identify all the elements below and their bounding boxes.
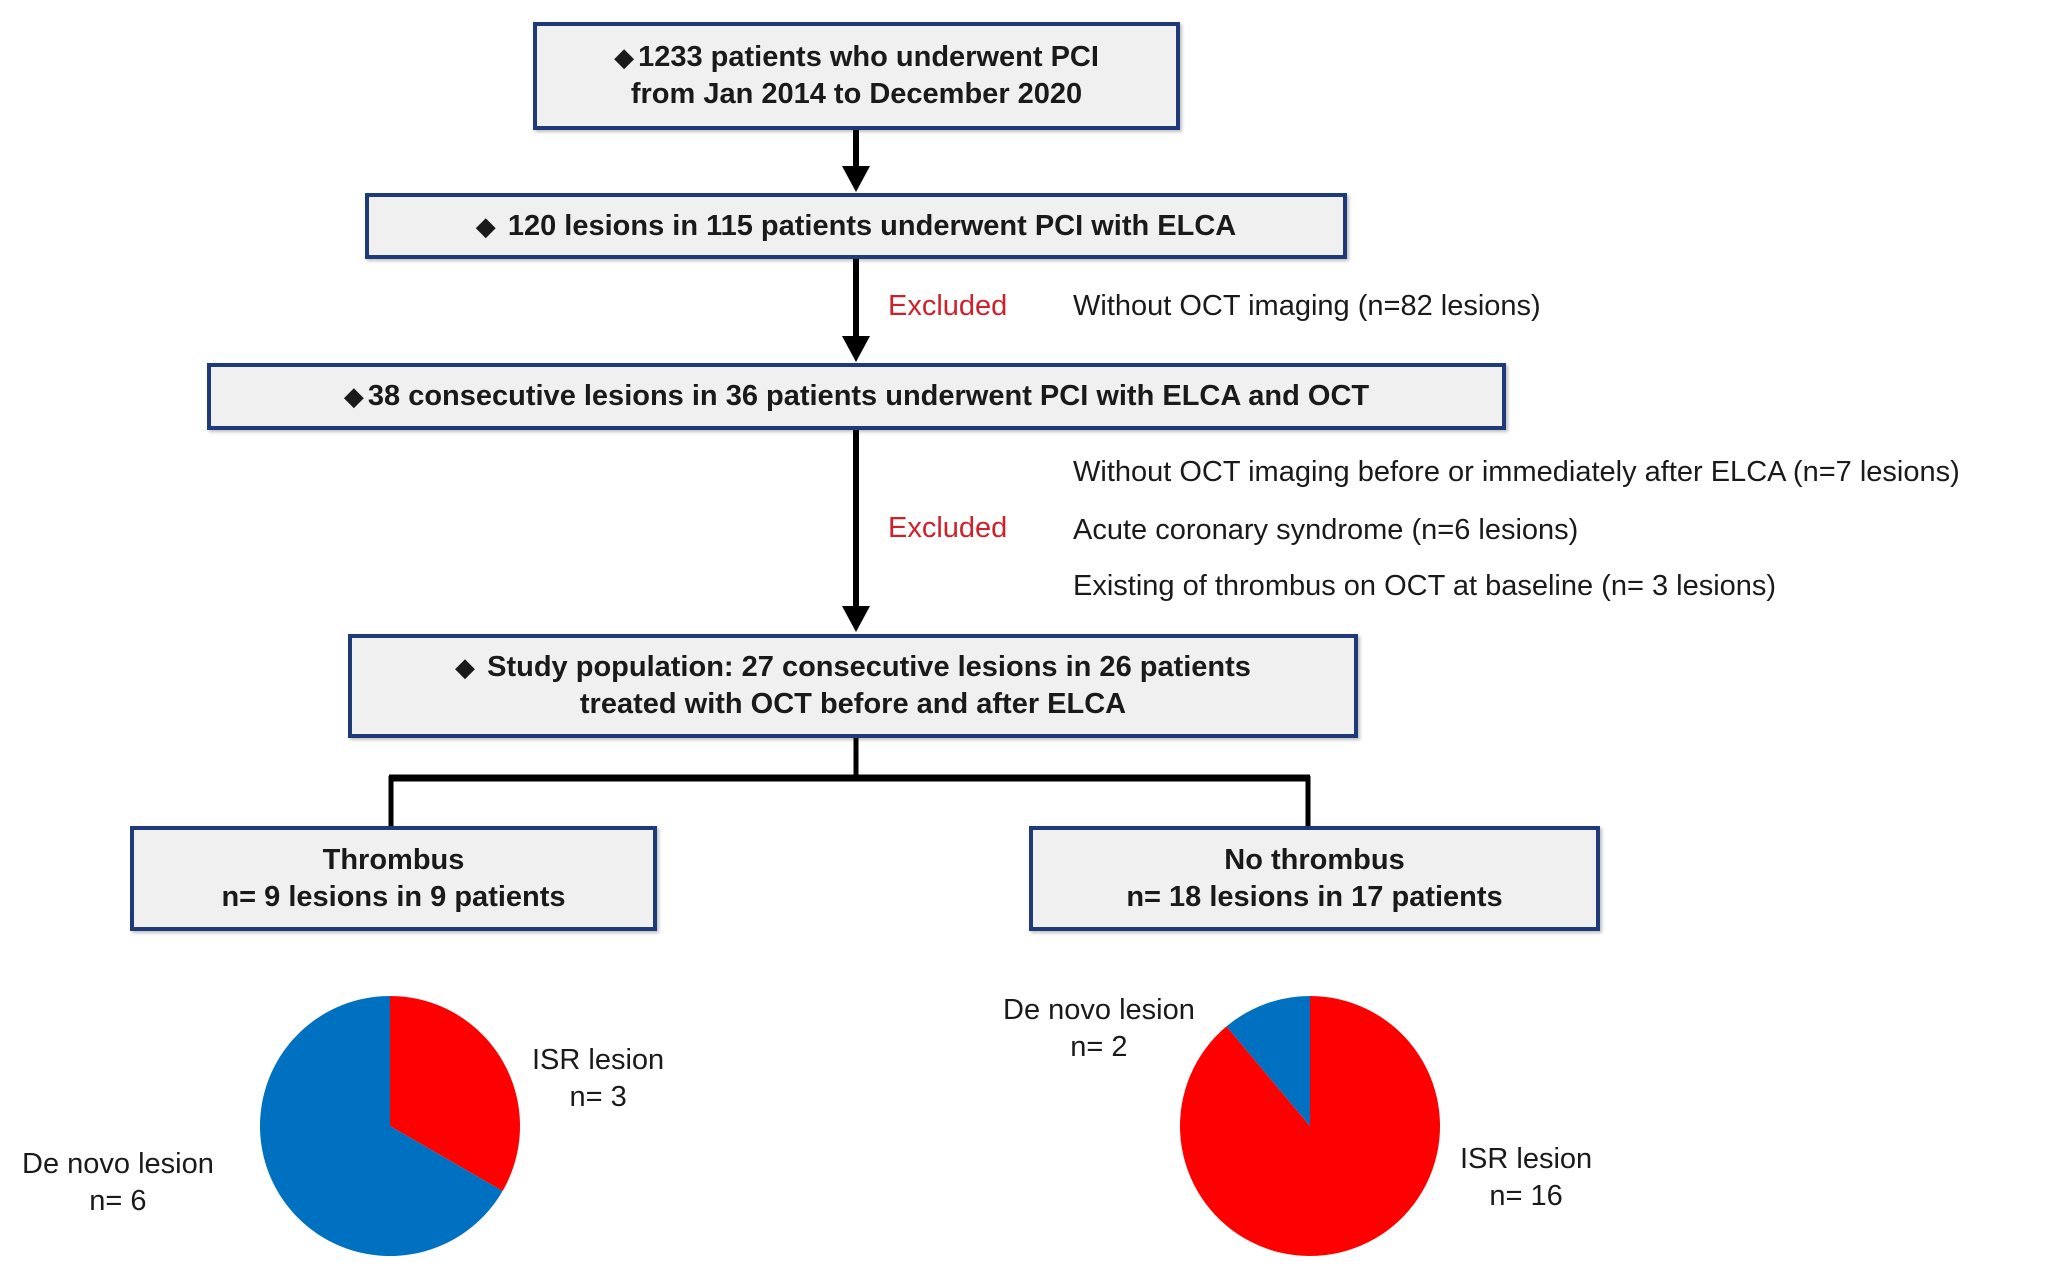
diamond-bullet-icon: ◆	[614, 42, 635, 72]
arrow-1	[842, 128, 870, 192]
diamond-bullet-icon: ◆	[475, 210, 496, 241]
pie-slice-de-novo-lesion	[260, 996, 503, 1256]
box-study-population: ◆ Study population: 27 consecutive lesio…	[348, 634, 1358, 738]
exclusion-reason: Without OCT imaging (n=82 lesions)	[1073, 290, 1541, 322]
box-thrombus: Thrombus n= 9 lesions in 9 patients	[130, 826, 657, 931]
exclusion-reason: Existing of thrombus on OCT at baseline …	[1073, 570, 1777, 602]
excluded-label-1: Excluded	[888, 290, 1008, 322]
pie-slice-de-novo-lesion	[1226, 996, 1310, 1126]
pie-slice-isr-lesion	[390, 996, 520, 1191]
box-all-pci-patients: ◆1233 patients who underwent PCI from Ja…	[533, 22, 1180, 130]
box-elca-lesions: ◆ 120 lesions in 115 patients underwent …	[365, 193, 1347, 259]
diamond-bullet-icon: ◆	[455, 652, 476, 682]
diamond-bullet-icon: ◆	[343, 381, 364, 411]
pie-chart-thrombus	[260, 996, 520, 1256]
excluded-label-2: Excluded	[888, 512, 1008, 544]
pie-chart-no-thrombus	[1180, 996, 1440, 1256]
exclusion-reason: Without OCT imaging before or immediatel…	[1073, 456, 1960, 488]
box-elca-oct-lesions: ◆38 consecutive lesions in 36 patients u…	[207, 363, 1506, 430]
branch-connector	[388, 736, 1311, 826]
box-no-thrombus: No thrombus n= 18 lesions in 17 patients	[1029, 826, 1600, 931]
arrow-3	[842, 428, 870, 632]
exclusion-reason: Acute coronary syndrome (n=6 lesions)	[1073, 514, 1579, 546]
arrow-2	[842, 257, 870, 362]
